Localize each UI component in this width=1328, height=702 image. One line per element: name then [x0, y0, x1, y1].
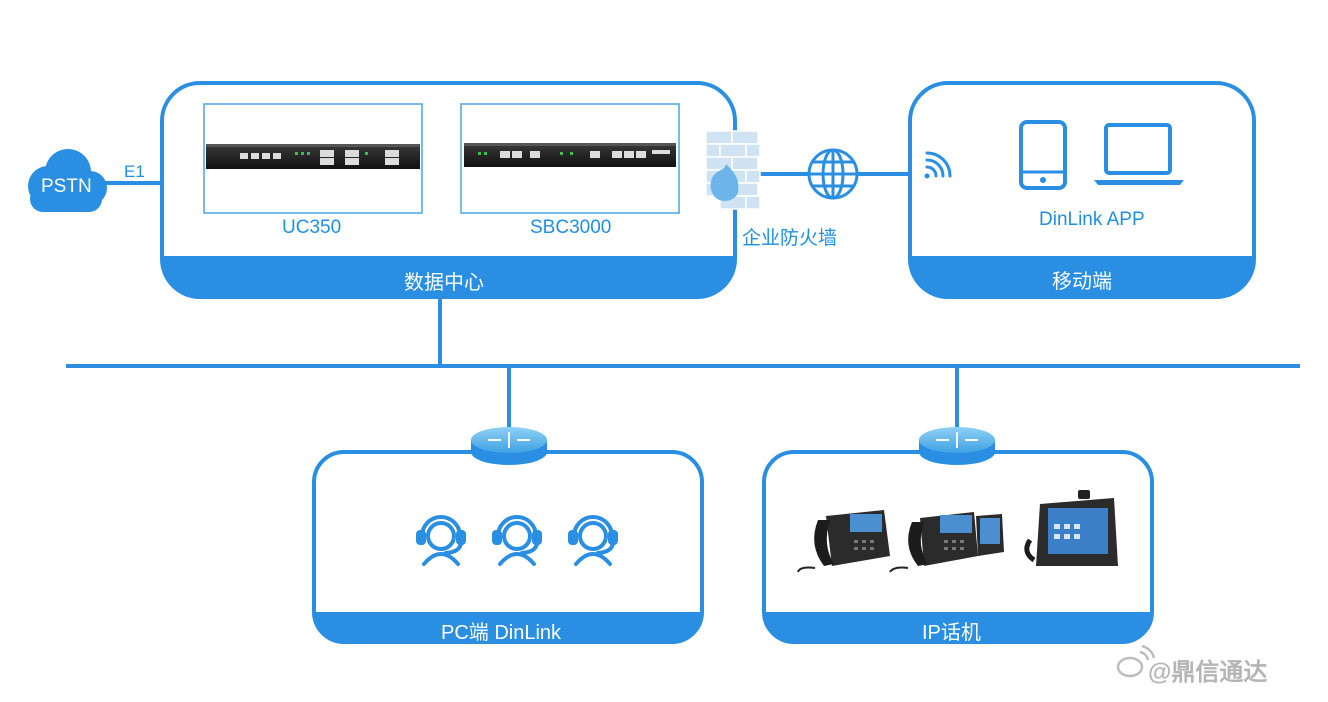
globe-icon — [807, 148, 859, 200]
video-phone-icon — [1024, 490, 1118, 566]
e1-label: E1 — [124, 162, 145, 181]
pstn-label: PSTN — [41, 176, 92, 197]
mobile-title: 移动端 — [1052, 271, 1112, 293]
headset-agent-icon-3 — [568, 515, 618, 566]
weibo-logo-icon — [1116, 644, 1156, 678]
uc350-device — [203, 103, 423, 214]
sbc3000-device — [460, 103, 680, 214]
laptop-icon — [1094, 123, 1184, 185]
datacenter-title: 数据中心 — [404, 272, 484, 294]
router-icon — [471, 427, 547, 465]
desk-phone-with-sidecar-icon — [889, 512, 1004, 573]
ip-phone-title: IP话机 — [922, 622, 981, 644]
firewall-label: 企业防火墙 — [742, 228, 838, 249]
dinlink-app-label: DinLink APP — [1039, 209, 1145, 230]
firewall-icon — [705, 130, 761, 210]
pc-client-title: PC端 DinLink — [441, 622, 562, 644]
watermark-text: @鼎信通达 — [1148, 659, 1268, 686]
wifi-icon — [924, 151, 952, 179]
desk-phone-icon — [797, 510, 890, 573]
connection-lines — [66, 172, 1300, 432]
sbc3000-label: SBC3000 — [530, 217, 612, 238]
headset-agent-icon-2 — [492, 515, 542, 566]
pstn-cloud-icon — [28, 149, 107, 212]
router-icon-2 — [919, 427, 995, 465]
uc350-label: UC350 — [282, 217, 342, 238]
phone-icon — [1019, 120, 1067, 190]
headset-agent-icon-1 — [416, 515, 466, 566]
